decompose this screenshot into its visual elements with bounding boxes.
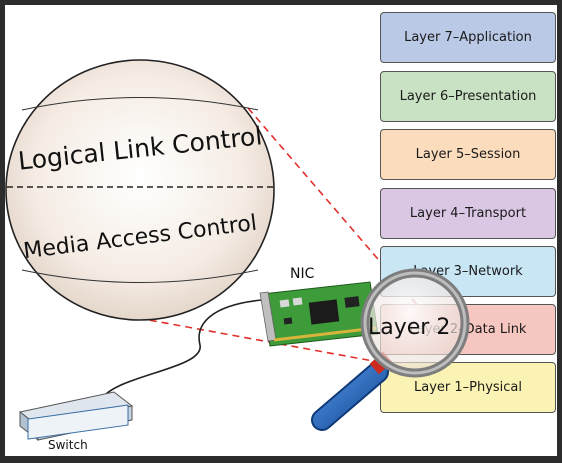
layer-4-label: Layer 4–Transport xyxy=(409,206,527,221)
magnified-layer-text: Layer 2 xyxy=(368,315,450,340)
layer-7-box: Layer 7–Application xyxy=(380,12,556,63)
layer-6-label: Layer 6–Presentation xyxy=(399,89,537,104)
layer-1-label: Layer 1–Physical xyxy=(413,380,523,395)
switch-device: Switch xyxy=(18,391,134,452)
layer-4-box: Layer 4–Transport xyxy=(380,188,556,239)
llc-mac-sphere: Logical Link Control Media Access Contro… xyxy=(5,59,275,321)
layer-7-label: Layer 7–Application xyxy=(404,30,532,45)
layer-5-box: Layer 5–Session xyxy=(380,129,556,180)
network-cable xyxy=(99,299,263,403)
layer-6-box: Layer 6–Presentation xyxy=(380,71,556,122)
switch-label: Switch xyxy=(48,438,88,452)
magnifying-glass-icon: Layer 2 xyxy=(311,268,470,431)
zoom-line-bottom xyxy=(137,317,396,366)
layer-5-label: Layer 5–Session xyxy=(415,147,521,162)
nic-card: NIC xyxy=(259,266,379,347)
nic-label: NIC xyxy=(290,266,315,282)
